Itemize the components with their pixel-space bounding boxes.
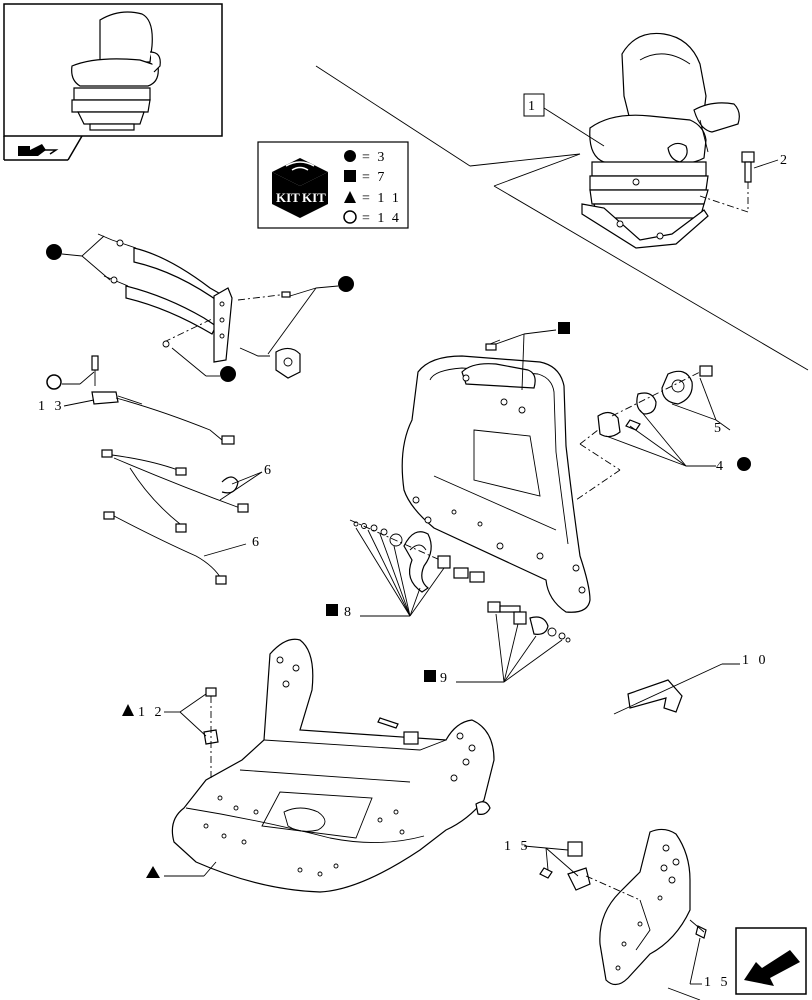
filled-circle-marker: [344, 150, 356, 162]
bolt-2-drawing: [699, 151, 755, 213]
hinge-pin-set: [487, 601, 571, 643]
adjustment-tool: [627, 679, 683, 713]
side-plate-15: [539, 828, 707, 986]
section-divider-lines: [315, 65, 809, 371]
callout-15-upper: 1 5: [504, 839, 531, 854]
callout-12: 1 2: [138, 705, 165, 720]
assembly-reference-icon: [18, 144, 59, 156]
callout-dot-screw: [220, 366, 236, 382]
cushion-strap-drawing: [97, 233, 301, 379]
callout-triangle-pan: [146, 866, 160, 878]
cable-harnesses: [101, 449, 249, 585]
callout-square-backrest: [558, 322, 570, 334]
filled-square-marker: [344, 170, 356, 182]
callout-dot-strap: [46, 244, 62, 260]
callout-5: 5: [714, 421, 724, 436]
callout-dot-bracket: [338, 276, 354, 292]
recline-spring-parts: [349, 519, 485, 593]
callout-8: 8: [344, 605, 354, 620]
callout-13: 1 3: [38, 399, 65, 414]
legend-triangle-text: = 1 1: [362, 191, 401, 206]
callout-6-upper: 6: [264, 463, 274, 478]
callout-box-1: [523, 93, 545, 117]
callout-9: 9: [440, 671, 450, 686]
legend-open-circle-text: = 1 4: [362, 211, 401, 226]
legend-square-text: = 7: [362, 170, 386, 185]
callout-triangle-12: [122, 704, 134, 716]
seat-switch-harness: [91, 355, 235, 445]
callout-1: 1: [528, 99, 538, 114]
next-page-arrow-icon[interactable]: [735, 927, 807, 995]
legend-circle-text: = 3: [362, 150, 386, 165]
callout-2: 2: [780, 153, 790, 168]
plug-12: [203, 687, 219, 780]
callout-6-lower: 6: [252, 535, 262, 550]
kit-legend: KIT KIT = 3 = 7 = 1 1 = 1 4: [257, 141, 409, 229]
kit-word-right: KIT: [302, 190, 326, 205]
open-circle-marker: [343, 210, 357, 224]
kit-word-left: KIT: [276, 190, 300, 205]
callout-10: 1 0: [742, 653, 769, 668]
callout-square-8: [326, 604, 338, 616]
kit-box-icon: KIT KIT: [272, 158, 328, 218]
seat-pan-drawing: [171, 638, 495, 893]
complete-seat-drawing: [581, 32, 740, 249]
callout-square-9: [424, 670, 436, 682]
callout-15-lower: 1 5: [704, 975, 731, 990]
filled-triangle-marker: [344, 191, 356, 203]
callout-open-circle: [46, 374, 62, 390]
callout-4: 4: [716, 459, 726, 474]
callout-dot-knob: [737, 457, 751, 471]
recline-knob-parts: [575, 365, 713, 501]
seat-assembly-thumbnail: [71, 11, 161, 131]
backrest-frame-drawing: [401, 339, 591, 613]
